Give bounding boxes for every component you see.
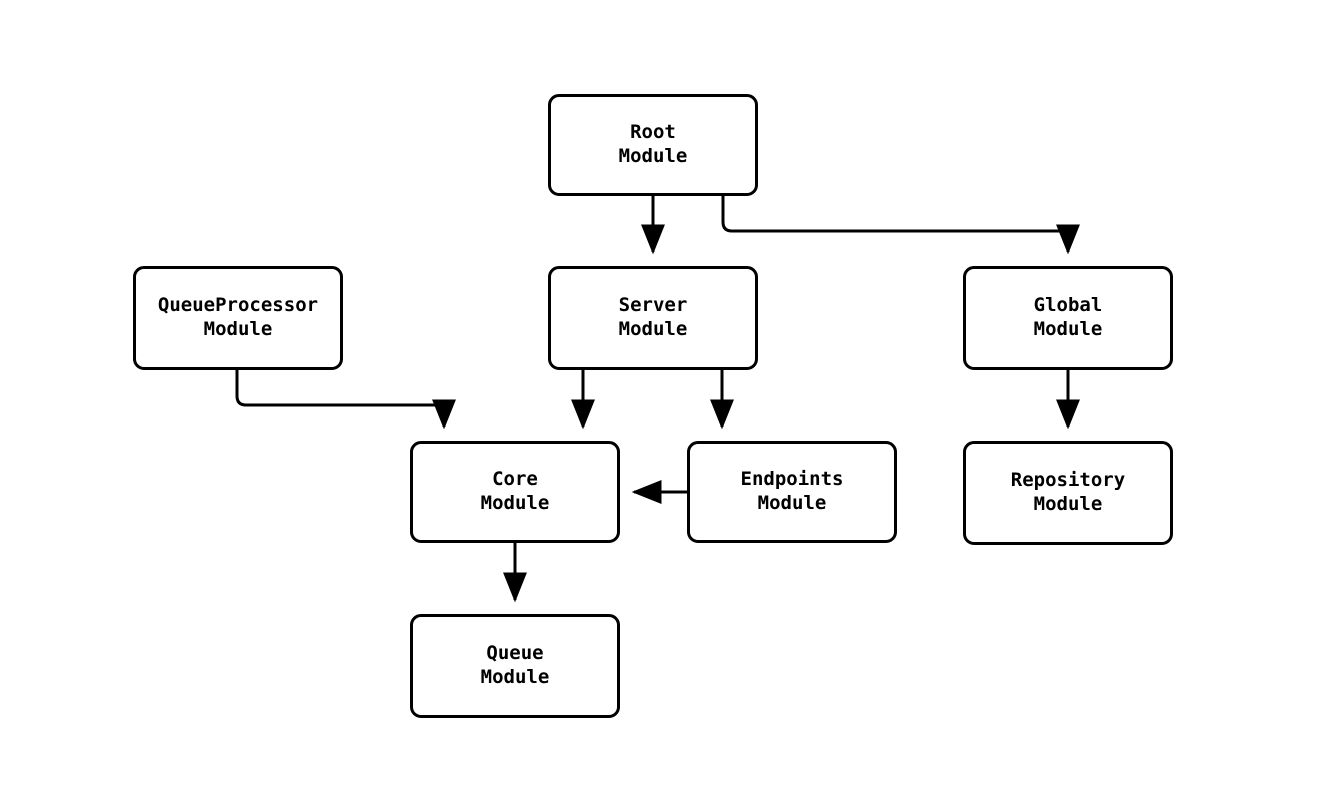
node-global-label: Global Module — [1033, 294, 1103, 340]
node-server[interactable]: Server Module — [548, 266, 758, 370]
node-repository[interactable]: Repository Module — [963, 441, 1173, 545]
node-core[interactable]: Core Module — [410, 441, 620, 543]
node-root[interactable]: Root Module — [548, 94, 758, 196]
node-queue[interactable]: Queue Module — [410, 614, 620, 718]
edge-queueprocessor-to-core — [235, 370, 456, 430]
node-endpoints-label: Endpoints Module — [740, 468, 844, 514]
node-endpoints[interactable]: Endpoints Module — [687, 441, 897, 543]
node-queueprocessor[interactable]: QueueProcessor Module — [133, 266, 343, 370]
edge-root-to-global — [721, 196, 1080, 255]
node-root-label: Root Module — [618, 121, 688, 167]
node-queueprocessor-label: QueueProcessor Module — [157, 294, 319, 340]
node-core-label: Core Module — [480, 468, 550, 514]
edge-group — [235, 196, 1080, 603]
node-global[interactable]: Global Module — [963, 266, 1173, 370]
node-queue-label: Queue Module — [480, 642, 550, 688]
node-server-label: Server Module — [618, 294, 688, 340]
node-repository-label: Repository Module — [1010, 469, 1126, 515]
